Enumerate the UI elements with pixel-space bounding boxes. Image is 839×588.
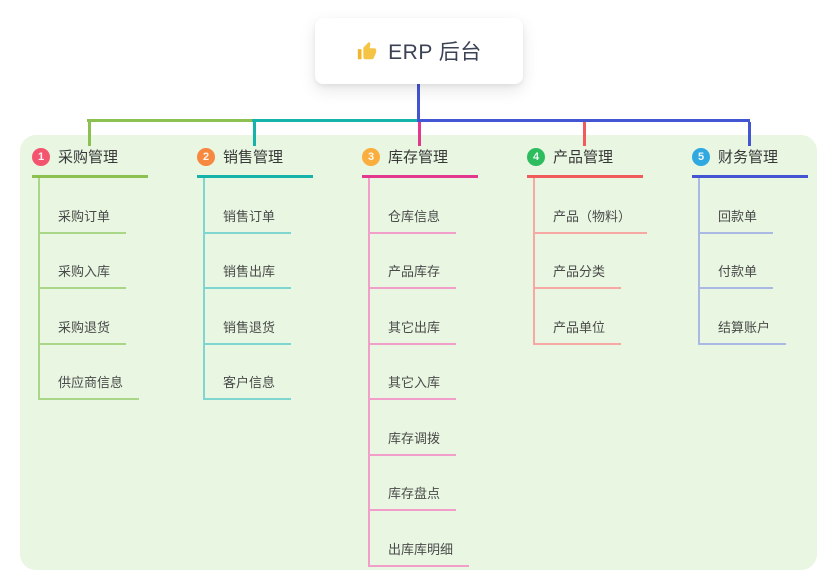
branch-label: 采购管理 xyxy=(58,149,119,166)
leaf-node[interactable]: 采购入库 xyxy=(38,234,127,289)
branch-4: 4 产品管理产品（物料） 产品分类产品单位 xyxy=(527,146,648,345)
leaf-node[interactable]: 结算账户 xyxy=(698,289,787,345)
branch-header-1[interactable]: 1 采购管理 xyxy=(32,146,148,178)
leaf-label: 产品（物料） xyxy=(553,208,632,224)
leaf-node[interactable]: 出库库明细 xyxy=(368,511,470,567)
branch-subtree: 产品（物料） 产品分类产品单位 xyxy=(527,178,648,345)
connector-branch-drop-5 xyxy=(748,122,751,146)
leaf-label: 产品库存 xyxy=(388,264,441,279)
connector-branch-drop-1 xyxy=(88,122,91,146)
branch-header-2[interactable]: 2 销售管理 xyxy=(197,146,313,178)
leaf-label: 销售出库 xyxy=(223,264,276,279)
thumbs-up-icon xyxy=(356,40,378,62)
leaf-node[interactable]: 其它出库 xyxy=(368,289,457,345)
leaf-label: 其它出库 xyxy=(388,319,441,335)
branch-5: 5 财务管理回款单付款单结算账户 xyxy=(692,146,812,345)
connector-horizontal-green xyxy=(87,119,254,122)
leaf-node[interactable]: 产品单位 xyxy=(533,289,622,345)
branch-subtree: 销售订单销售出库销售退货客户信息 xyxy=(197,178,317,400)
leaf-label: 供应商信息 xyxy=(58,375,124,390)
root-node[interactable]: ERP 后台 xyxy=(315,18,523,84)
leaf-label: 付款单 xyxy=(718,264,758,279)
mindmap-canvas xyxy=(20,135,817,570)
branch-header-5[interactable]: 5 财务管理 xyxy=(692,146,808,178)
branch-header-4[interactable]: 4 产品管理 xyxy=(527,146,643,178)
branch-label: 库存管理 xyxy=(388,149,449,166)
leaf-node[interactable]: 回款单 xyxy=(698,178,774,234)
branch-index-badge: 1 xyxy=(32,147,50,166)
subtree-spine-line xyxy=(698,178,700,344)
branch-subtree: 回款单付款单结算账户 xyxy=(692,178,812,345)
connector-horizontal-blue xyxy=(417,119,750,122)
connector-branch-drop-3 xyxy=(418,122,421,146)
leaf-label: 采购入库 xyxy=(58,264,111,279)
leaf-label: 产品单位 xyxy=(553,319,606,335)
connector-branch-drop-4 xyxy=(583,122,586,146)
branch-index-badge: 3 xyxy=(362,147,380,166)
connector-root-stem xyxy=(417,84,420,121)
leaf-label: 仓库信息 xyxy=(388,208,441,224)
leaf-node[interactable]: 产品分类 xyxy=(533,234,622,289)
leaf-node[interactable]: 其它入库 xyxy=(368,345,457,400)
leaf-label: 销售退货 xyxy=(223,319,276,335)
branch-2: 2 销售管理销售订单销售出库销售退货客户信息 xyxy=(197,146,317,400)
connector-horizontal-teal xyxy=(252,119,419,122)
subtree-spine-line xyxy=(368,178,370,566)
branch-label: 销售管理 xyxy=(223,149,284,166)
connector-branch-drop-2 xyxy=(253,122,256,146)
leaf-label: 结算账户 xyxy=(718,319,771,335)
branch-label: 产品管理 xyxy=(553,149,614,166)
leaf-node[interactable]: 销售退货 xyxy=(203,289,292,345)
branch-3: 3 库存管理仓库信息产品库存其它出库其它入库库存调拨库存盘点出库库明细 xyxy=(362,146,482,567)
leaf-node[interactable]: 产品（物料） xyxy=(533,178,648,234)
branch-index-badge: 2 xyxy=(197,147,215,166)
leaf-node[interactable]: 采购订单 xyxy=(38,178,127,234)
leaf-label: 库存调拨 xyxy=(388,430,441,446)
leaf-node[interactable]: 采购退货 xyxy=(38,289,127,345)
leaf-node[interactable]: 库存调拨 xyxy=(368,400,457,456)
leaf-node[interactable]: 库存盘点 xyxy=(368,456,457,511)
branch-header-3[interactable]: 3 库存管理 xyxy=(362,146,478,178)
root-title: ERP 后台 xyxy=(388,41,482,64)
leaf-label: 销售订单 xyxy=(223,208,276,224)
leaf-node[interactable]: 客户信息 xyxy=(203,345,292,400)
leaf-node[interactable]: 仓库信息 xyxy=(368,178,457,234)
leaf-node[interactable]: 付款单 xyxy=(698,234,774,289)
branch-label: 财务管理 xyxy=(718,149,779,166)
leaf-label: 采购退货 xyxy=(58,319,111,335)
branch-index-badge: 5 xyxy=(692,147,710,166)
branch-1: 1 采购管理采购订单采购入库采购退货供应商信息 xyxy=(32,146,152,400)
leaf-node[interactable]: 销售订单 xyxy=(203,178,292,234)
branch-subtree: 采购订单采购入库采购退货供应商信息 xyxy=(32,178,152,400)
subtree-spine-line xyxy=(533,178,535,344)
leaf-label: 产品分类 xyxy=(553,264,606,279)
leaf-label: 其它入库 xyxy=(388,375,441,390)
branch-index-badge: 4 xyxy=(527,147,545,166)
leaf-label: 出库库明细 xyxy=(388,541,454,557)
leaf-label: 回款单 xyxy=(718,208,758,224)
leaf-label: 客户信息 xyxy=(223,375,276,390)
branch-subtree: 仓库信息产品库存其它出库其它入库库存调拨库存盘点出库库明细 xyxy=(362,178,482,567)
leaf-node[interactable]: 供应商信息 xyxy=(38,345,140,400)
leaf-label: 采购订单 xyxy=(58,208,111,224)
leaf-label: 库存盘点 xyxy=(388,486,441,501)
leaf-node[interactable]: 销售出库 xyxy=(203,234,292,289)
leaf-node[interactable]: 产品库存 xyxy=(368,234,457,289)
